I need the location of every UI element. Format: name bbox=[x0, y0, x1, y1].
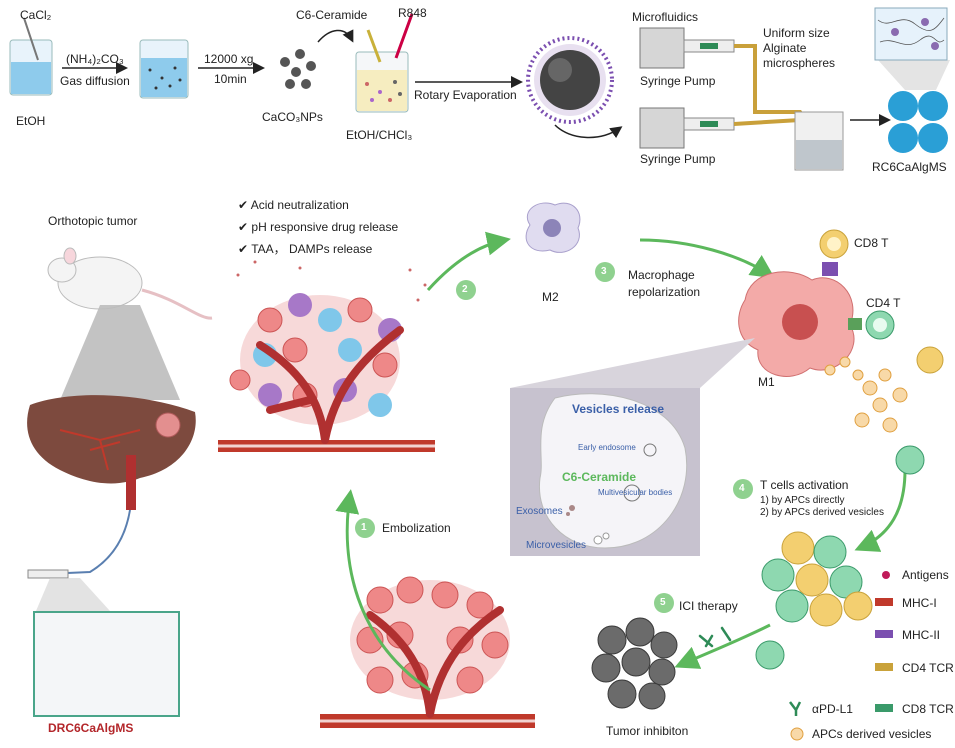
cd4t-label: CD4 T bbox=[866, 296, 901, 310]
legend-vesicle-icon bbox=[790, 727, 804, 741]
embolization-label: Embolization bbox=[382, 521, 451, 535]
vesicles-release-title: Vesicles release bbox=[572, 402, 665, 416]
legend-antigen-icon bbox=[882, 571, 890, 579]
step-2-number: 2 bbox=[462, 284, 468, 295]
r848-label: R848 bbox=[398, 6, 427, 20]
microfluidics-label: Microfluidics bbox=[632, 10, 699, 24]
legend-mhc2-icon bbox=[875, 630, 893, 638]
step-4-number: 4 bbox=[739, 483, 745, 494]
etoh-label: EtOH bbox=[16, 114, 46, 128]
ici-therapy-label: ICI therapy bbox=[679, 599, 738, 613]
t-cell-activation-label: T cells activation bbox=[760, 478, 849, 492]
checkmark-icon: ✔ bbox=[238, 220, 249, 234]
uniform-size-label: Uniform size bbox=[763, 26, 830, 40]
gas-diffusion-label: Gas diffusion bbox=[60, 74, 130, 88]
step-3-number: 3 bbox=[601, 266, 607, 277]
effect-item-3: ✔ TAA， DAMPs release bbox=[238, 242, 373, 256]
legend-mhc1: MHC-I bbox=[902, 596, 937, 610]
lipid-coated-particle bbox=[526, 36, 614, 124]
caco3-label: CaCO₃NPs bbox=[262, 110, 323, 124]
legend-apdl1: αPD-L1 bbox=[812, 702, 853, 716]
m1-label: M1 bbox=[758, 375, 775, 389]
microspheres-label: microspheres bbox=[763, 56, 836, 70]
inhibited-tumor-cells bbox=[591, 617, 678, 710]
untreated-tumor bbox=[320, 576, 535, 728]
early-endosome-label: Early endosome bbox=[578, 443, 636, 452]
treated-tumor bbox=[218, 260, 435, 452]
catheter bbox=[44, 509, 131, 575]
time-label: 10min bbox=[214, 72, 247, 86]
c6-ceramide-label: C6-Ceramide bbox=[296, 8, 368, 22]
effect-item-1: ✔ Acid neutralization bbox=[238, 198, 349, 212]
beaker-dispersion bbox=[139, 39, 189, 99]
syringe-pump-label-2: Syringe Pump bbox=[640, 152, 716, 166]
legend-mhc2: MHC-II bbox=[902, 628, 940, 642]
activation-sub-2: 2) by APCs derived vesicles bbox=[760, 507, 884, 518]
syringe-pump-top bbox=[639, 27, 735, 69]
mvb-label: Multivesicular bodies bbox=[598, 488, 673, 497]
legend-cd8tcr: CD8 TCR bbox=[902, 702, 954, 716]
microvesicles-label: Microvesicles bbox=[526, 540, 587, 551]
macrophage-label: Macrophage bbox=[628, 268, 695, 282]
liver-illustration bbox=[27, 395, 196, 510]
arrow-ici bbox=[674, 623, 771, 669]
c6-ceramide-vesicle-label: C6-Ceramide bbox=[562, 470, 637, 484]
mouse-illustration bbox=[47, 247, 213, 320]
step-4-badge bbox=[733, 479, 753, 499]
cacl2-label: CaCl₂ bbox=[20, 8, 52, 22]
beaker-ethanol bbox=[9, 17, 53, 96]
legend-cd4tcr-icon bbox=[875, 663, 893, 671]
arrow-embolization bbox=[335, 489, 431, 692]
cd8t-label: CD8 T bbox=[854, 236, 889, 250]
rc6caalgms-label: RC6CaAlgMS bbox=[872, 160, 947, 174]
syringe-pump-label-1: Syringe Pump bbox=[640, 74, 716, 88]
alginate-microspheres bbox=[888, 91, 948, 153]
effect-item-2: ✔ pH responsive drug release bbox=[238, 220, 399, 234]
syringe-icon bbox=[27, 569, 69, 579]
nh4co3-label: (NH₄)₂CO₃ bbox=[66, 52, 124, 66]
drc6caalgms-inset-frame bbox=[33, 611, 180, 717]
activation-sub-1: 1) by APCs directly bbox=[760, 495, 845, 506]
legend-cd4tcr: CD4 TCR bbox=[902, 661, 954, 675]
step-3-badge bbox=[595, 262, 615, 282]
checkmark-icon: ✔ bbox=[238, 242, 249, 256]
legend-apdl1-icon bbox=[789, 701, 802, 716]
vesicle-cell-artwork bbox=[538, 393, 688, 549]
step-1-number: 1 bbox=[361, 522, 367, 533]
legend-cd8tcr-icon bbox=[875, 704, 893, 712]
apc-vesicles-cluster bbox=[824, 356, 908, 433]
checkmark-icon: ✔ bbox=[238, 198, 249, 212]
solvent-label: EtOH/CHCl₃ bbox=[346, 128, 413, 142]
alginate-label: Alginate bbox=[763, 41, 807, 55]
m2-label: M2 bbox=[542, 290, 559, 304]
collection-beaker bbox=[794, 111, 844, 171]
arrow-step2 bbox=[426, 231, 511, 292]
arrow-repolarization bbox=[639, 238, 775, 279]
legend-mhc1-icon bbox=[875, 598, 893, 606]
centrifuge-label: 12000 xg bbox=[204, 52, 254, 66]
beaker-solvent bbox=[355, 13, 414, 113]
vesicles-release-panel bbox=[510, 388, 700, 556]
syringe-pump-bottom bbox=[639, 107, 735, 149]
orthotopic-tumor-label: Orthotopic tumor bbox=[48, 214, 138, 228]
activated-t-cell-cluster bbox=[761, 531, 873, 627]
legend-apc-vesicles: APCs derived vesicles bbox=[812, 727, 932, 741]
step-5-badge bbox=[654, 593, 674, 613]
step-2-badge bbox=[456, 280, 476, 300]
arrow-activation bbox=[854, 469, 907, 552]
legend-antigens: Antigens bbox=[902, 568, 949, 582]
tumor-inhibition-label: Tumor inhibiton bbox=[606, 724, 689, 738]
exosomes-label: Exosomes bbox=[516, 506, 563, 517]
drc6caalgms-label: DRC6CaAlgMS bbox=[48, 721, 134, 735]
step-1-badge bbox=[355, 518, 375, 538]
repolarization-label: repolarization bbox=[628, 285, 701, 299]
step-5-number: 5 bbox=[660, 597, 666, 608]
rotary-label: Rotary Evaporation bbox=[414, 88, 517, 102]
caco3-particles bbox=[280, 49, 316, 89]
